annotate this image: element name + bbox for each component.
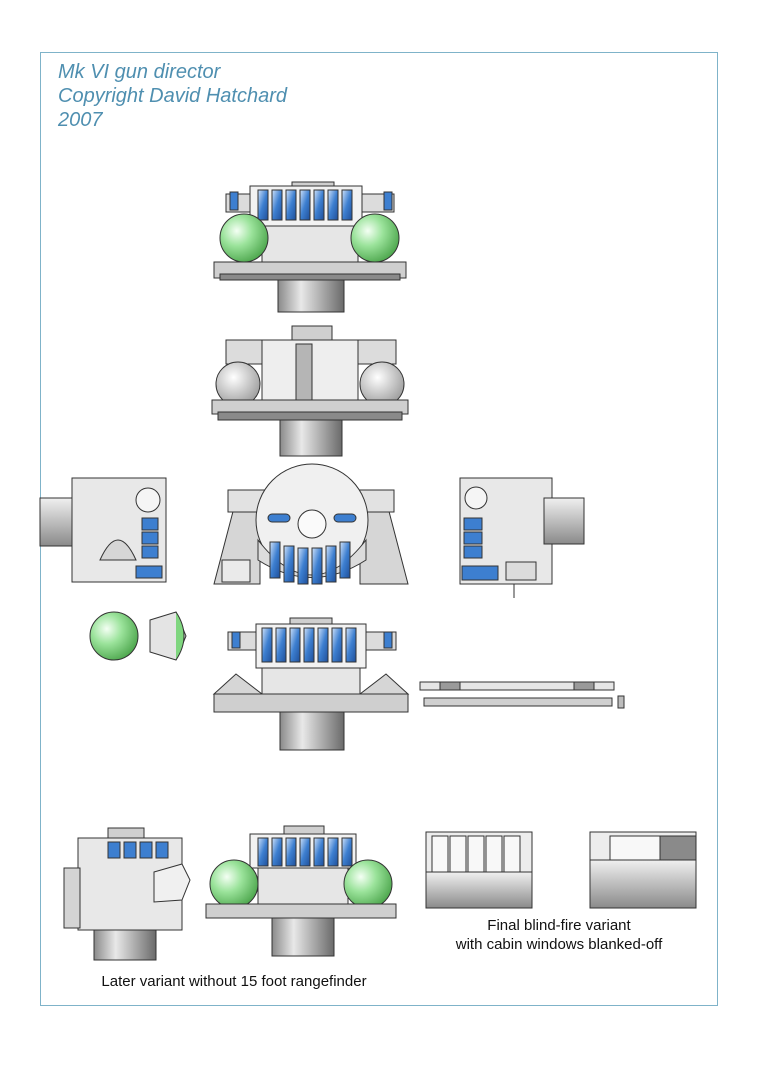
blind-fire-caption-line-1: Final blind-fire variant (487, 917, 631, 934)
blind-fire-side-cabin (589, 831, 697, 909)
drawing-title: Mk VI gun director Copyright David Hatch… (58, 60, 287, 132)
blind-fire-caption-line-2: with cabin windows blanked-off (455, 936, 663, 953)
front-view-lower (212, 617, 410, 751)
right-side-view (459, 477, 585, 598)
rear-view (211, 325, 409, 457)
later-variant-front (205, 825, 397, 957)
plan-view (213, 463, 409, 585)
later-variant-side (63, 827, 191, 961)
blind-fire-front-cabin (425, 831, 533, 909)
left-side-view (39, 477, 187, 661)
title-line-1: Mk VI gun director (58, 61, 221, 83)
blind-fire-caption: Final blind-fire variant with cabin wind… (432, 916, 686, 954)
rangefinder-detail (419, 681, 625, 709)
title-line-3: 2007 (58, 109, 103, 131)
later-variant-caption: Later variant without 15 foot rangefinde… (101, 973, 367, 990)
front-view-top (213, 181, 407, 313)
title-line-2: Copyright David Hatchard (58, 85, 287, 107)
